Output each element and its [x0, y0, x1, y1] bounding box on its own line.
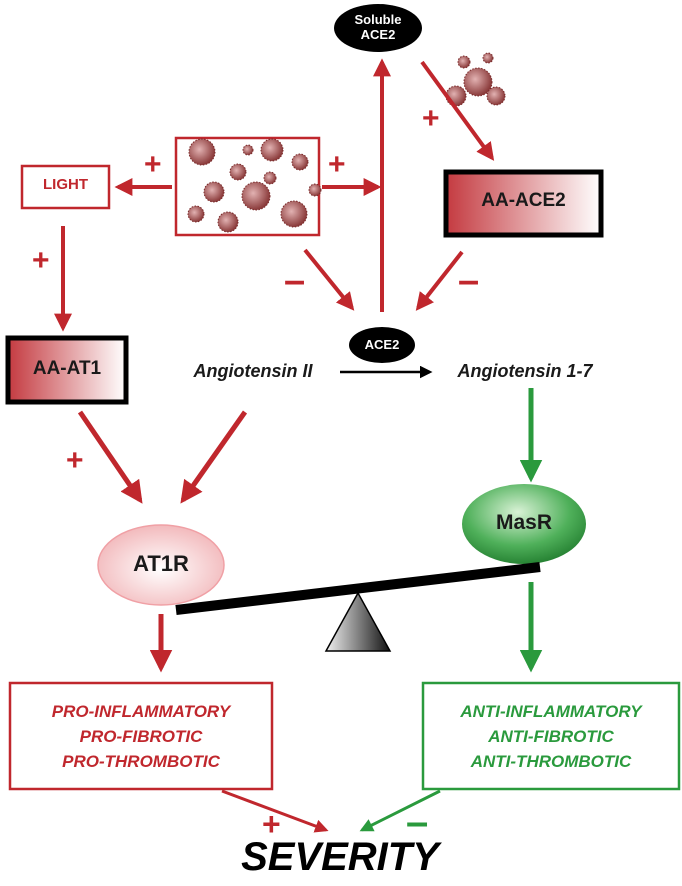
seesaw-fulcrum: [324, 591, 392, 652]
virus-particle: [280, 200, 308, 228]
masr-label: MasR: [495, 511, 553, 534]
seesaw-beam: [175, 562, 541, 615]
arrow-anti-to-severity: [359, 789, 441, 832]
minus-sign-virus-ace2: –: [284, 260, 306, 302]
virus-particle: [203, 181, 225, 203]
virus-particle: [486, 86, 506, 106]
virus-particle: [457, 55, 471, 69]
arrow-virus-to-ace2: [303, 248, 355, 311]
virus-particle: [260, 138, 284, 162]
soluble-ace2-label: Soluble ACE2: [338, 12, 418, 42]
virus-particle: [242, 144, 254, 156]
minus-sign-severity: –: [406, 800, 429, 844]
anti-effect-item: ANTI-THROMBOTIC: [470, 751, 632, 771]
soluble-ace2-node: [334, 4, 422, 52]
pro-effects-list: PRO-INFLAMMATORY PRO-FIBROTIC PRO-THROMB…: [10, 683, 272, 789]
plus-sign-aa-at1-at1r: +: [66, 444, 84, 477]
virus-particle: [217, 211, 239, 233]
ace2-label: ACE2: [364, 337, 400, 352]
pro-effects-box: [8, 681, 274, 791]
ace2-node: [349, 327, 415, 363]
virus-particle: [229, 163, 247, 181]
aa-at1-box: [5, 335, 129, 405]
aa-ace2-label: AA-ACE2: [481, 190, 566, 211]
virus-particle: [188, 138, 216, 166]
plus-sign-virus-light: +: [144, 148, 162, 181]
anti-effect-item: ANTI-FIBROTIC: [488, 726, 614, 746]
plus-sign-virus-right: +: [328, 148, 346, 181]
virus-particle: [308, 183, 322, 197]
virus-particle: [291, 153, 309, 171]
light-box: [20, 164, 111, 210]
soluble-ace2-text: Soluble ACE2: [354, 12, 402, 42]
at1r-node: [97, 524, 225, 606]
virus-particle: [187, 205, 205, 223]
plus-sign-soluble-aa-ace2: +: [422, 102, 440, 135]
arrow-angii-to-at1r: [180, 410, 248, 504]
aa-ace2-box: [443, 169, 604, 238]
arrow-pro-to-severity: [221, 789, 329, 833]
arrow-aa-at1-to-at1r: [77, 410, 143, 504]
light-label: LIGHT: [43, 176, 88, 193]
pro-effect-item: PRO-FIBROTIC: [79, 726, 203, 746]
anti-effect-item: ANTI-INFLAMMATORY: [460, 701, 642, 721]
virus-particles: [187, 52, 506, 233]
arrow-aa-ace2-to-ace2: [415, 250, 464, 311]
arrow-soluble-to-aa-ace2: [420, 60, 495, 161]
angiotensin-1-7-label: Angiotensin 1-7: [457, 361, 593, 381]
masr-node: [462, 484, 586, 564]
virus-particle: [482, 52, 494, 64]
plus-sign-severity: +: [262, 806, 281, 842]
aa-at1-label: AA-AT1: [32, 358, 102, 379]
at1r-label: AT1R: [133, 551, 189, 576]
anti-effects-box: [421, 681, 681, 791]
severity-label: SEVERITY: [241, 835, 439, 879]
virus-particle: [263, 171, 277, 185]
anti-effects-list: ANTI-INFLAMMATORY ANTI-FIBROTIC ANTI-THR…: [423, 683, 679, 789]
pro-effect-item: PRO-INFLAMMATORY: [51, 701, 231, 721]
angiotensin-ii-label: Angiotensin II: [193, 361, 313, 381]
minus-sign-aa-ace2-ace2: –: [458, 260, 480, 302]
virus-particle: [241, 181, 271, 211]
virus-particle: [463, 67, 493, 97]
pro-effect-item: PRO-THROMBOTIC: [62, 751, 220, 771]
plus-sign-light-aa-at1: +: [32, 244, 50, 277]
